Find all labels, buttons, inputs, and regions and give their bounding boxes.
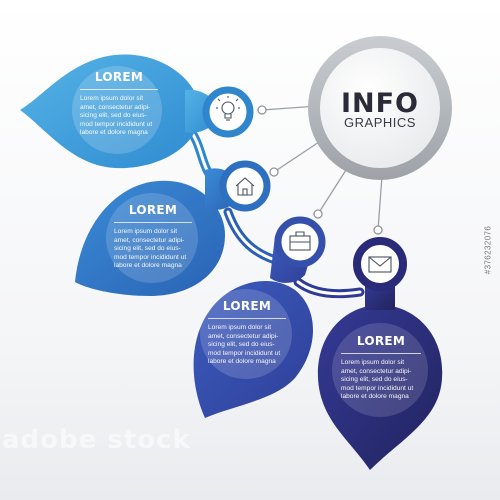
- card-1: LOREM Lorem ipsum dolor sit amet, consec…: [80, 70, 158, 138]
- card-body-line: Lorem ipsum dolor sit: [80, 95, 144, 102]
- teardrop-2: [75, 180, 225, 296]
- card-title: LOREM: [356, 334, 406, 348]
- icon-ring-2: [219, 160, 271, 212]
- hub-subtitle: GRAPHICS: [344, 115, 416, 130]
- card-divider: [208, 318, 286, 319]
- card-body-line: amet, consectetur adipi-: [114, 236, 185, 244]
- card-body-line: mod tempor incididunt ut: [208, 349, 281, 357]
- flow-ribbon-3-inner: [296, 280, 362, 296]
- card-4: LOREM Lorem ipsum dolor sit amet, consec…: [341, 334, 421, 402]
- card-body: Lorem ipsum dolor sit amet, consectetur …: [114, 228, 192, 271]
- connector-dot-3: [313, 209, 323, 219]
- card-body-line: mod tempor incididunt ut: [80, 120, 153, 128]
- stage-1: [20, 54, 254, 169]
- card-title: LOREM: [94, 70, 144, 84]
- icon-ring-4: [353, 237, 407, 291]
- hub-face: [320, 48, 440, 168]
- card-body-line: Lorem ipsum dolor sit: [341, 359, 405, 366]
- teardrop-4: [317, 305, 443, 470]
- connector-line-3: [317, 169, 347, 215]
- watermark-brand: adobe stock: [2, 425, 191, 455]
- connector-line-4: [377, 175, 383, 231]
- card-body-line: labore et dolore magna: [341, 393, 409, 401]
- envelope-icon: [368, 256, 392, 273]
- hub-title: INFO: [340, 88, 420, 119]
- hub: [308, 36, 452, 180]
- card-title: LOREM: [128, 203, 178, 217]
- lightbulb-icon: [216, 96, 240, 121]
- card-3: LOREM Lorem ipsum dolor sit amet, consec…: [208, 299, 286, 367]
- card-body: Lorem ipsum dolor sit amet, consectetur …: [80, 95, 158, 138]
- card-panel-3: [200, 289, 292, 379]
- stage-4: [317, 237, 443, 470]
- watermark-id: #376232076: [483, 225, 493, 275]
- card-body-line: sicing elit, sed do eius-: [341, 376, 408, 384]
- card-body-line: amet, consectetur adipi-: [80, 103, 151, 111]
- connector-line-2: [273, 139, 323, 173]
- briefcase-icon: [289, 231, 311, 251]
- home-icon: [235, 177, 255, 196]
- teardrop-1: [20, 54, 200, 169]
- card-body-line: Lorem ipsum dolor sit: [114, 228, 178, 235]
- card-divider: [341, 353, 421, 354]
- card-body-line: labore et dolore magna: [114, 262, 182, 270]
- card-body-line: labore et dolore magna: [80, 129, 148, 137]
- icon-ring-1: [202, 86, 254, 138]
- card-body-line: labore et dolore magna: [208, 358, 276, 366]
- card-title: LOREM: [222, 299, 272, 313]
- connector-dots: [257, 105, 383, 235]
- card-body-line: amet, consectetur adipi-: [208, 332, 279, 340]
- card-panel-1: [72, 66, 162, 154]
- card-body: Lorem ipsum dolor sit amet, consectetur …: [208, 324, 286, 367]
- card-body-line: Lorem ipsum dolor sit: [208, 324, 272, 331]
- connector-dot-1: [257, 105, 267, 115]
- card-body-line: mod tempor incididunt ut: [341, 384, 414, 392]
- card-body-line: sicing elit, sed do eius-: [114, 245, 181, 253]
- card-panel-4: [332, 323, 428, 417]
- stage-3: [193, 216, 326, 418]
- card-2: LOREM Lorem ipsum dolor sit amet, consec…: [114, 203, 192, 271]
- card-divider: [80, 89, 158, 90]
- stage-2: [75, 160, 271, 296]
- card-divider: [114, 222, 192, 223]
- card-body-line: amet, consectetur adipi-: [341, 367, 412, 375]
- card-body-line: sicing elit, sed do eius-: [80, 112, 147, 120]
- card-panel-2: [106, 193, 198, 283]
- card-body-line: sicing elit, sed do eius-: [208, 341, 275, 349]
- hub-label: INFO GRAPHICS: [320, 88, 440, 130]
- connector-dot-2: [269, 167, 279, 177]
- teardrop-3: [193, 280, 314, 418]
- connector-dot-4: [373, 225, 383, 235]
- card-body-line: mod tempor incididunt ut: [114, 253, 187, 261]
- card-body: Lorem ipsum dolor sit amet, consectetur …: [341, 359, 421, 402]
